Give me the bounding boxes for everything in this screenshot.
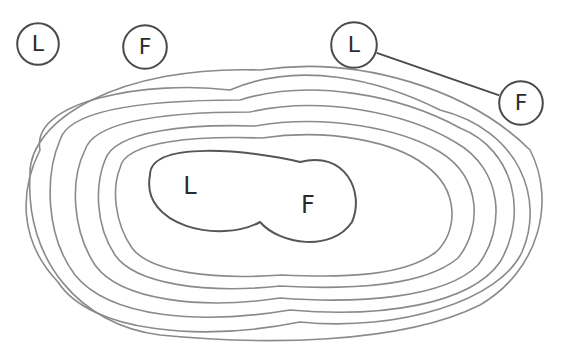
scribble-letter: F bbox=[301, 193, 315, 217]
node-letter: L bbox=[348, 34, 360, 56]
scribble-loop bbox=[26, 75, 530, 331]
circle-shape bbox=[499, 81, 543, 125]
node-letter: F bbox=[515, 92, 528, 114]
node-letter: L bbox=[32, 33, 44, 55]
scribble-loop bbox=[98, 122, 474, 289]
circle-node: F bbox=[498, 80, 544, 126]
circle-shape bbox=[331, 22, 377, 68]
node-letter: F bbox=[139, 36, 152, 58]
scribble-loop bbox=[50, 90, 514, 317]
connector-line bbox=[377, 53, 500, 96]
circle-shape bbox=[123, 25, 167, 69]
circle-node: L bbox=[16, 22, 60, 66]
circle-node: L bbox=[330, 21, 378, 69]
circle-node: F bbox=[122, 24, 168, 70]
scribble-letter: L bbox=[183, 174, 196, 198]
scribble-loop bbox=[116, 135, 452, 277]
scribble-loop bbox=[30, 67, 542, 341]
circle-shape bbox=[17, 23, 59, 65]
figure-eight-outline bbox=[149, 151, 356, 242]
scribble-loop bbox=[75, 106, 496, 303]
